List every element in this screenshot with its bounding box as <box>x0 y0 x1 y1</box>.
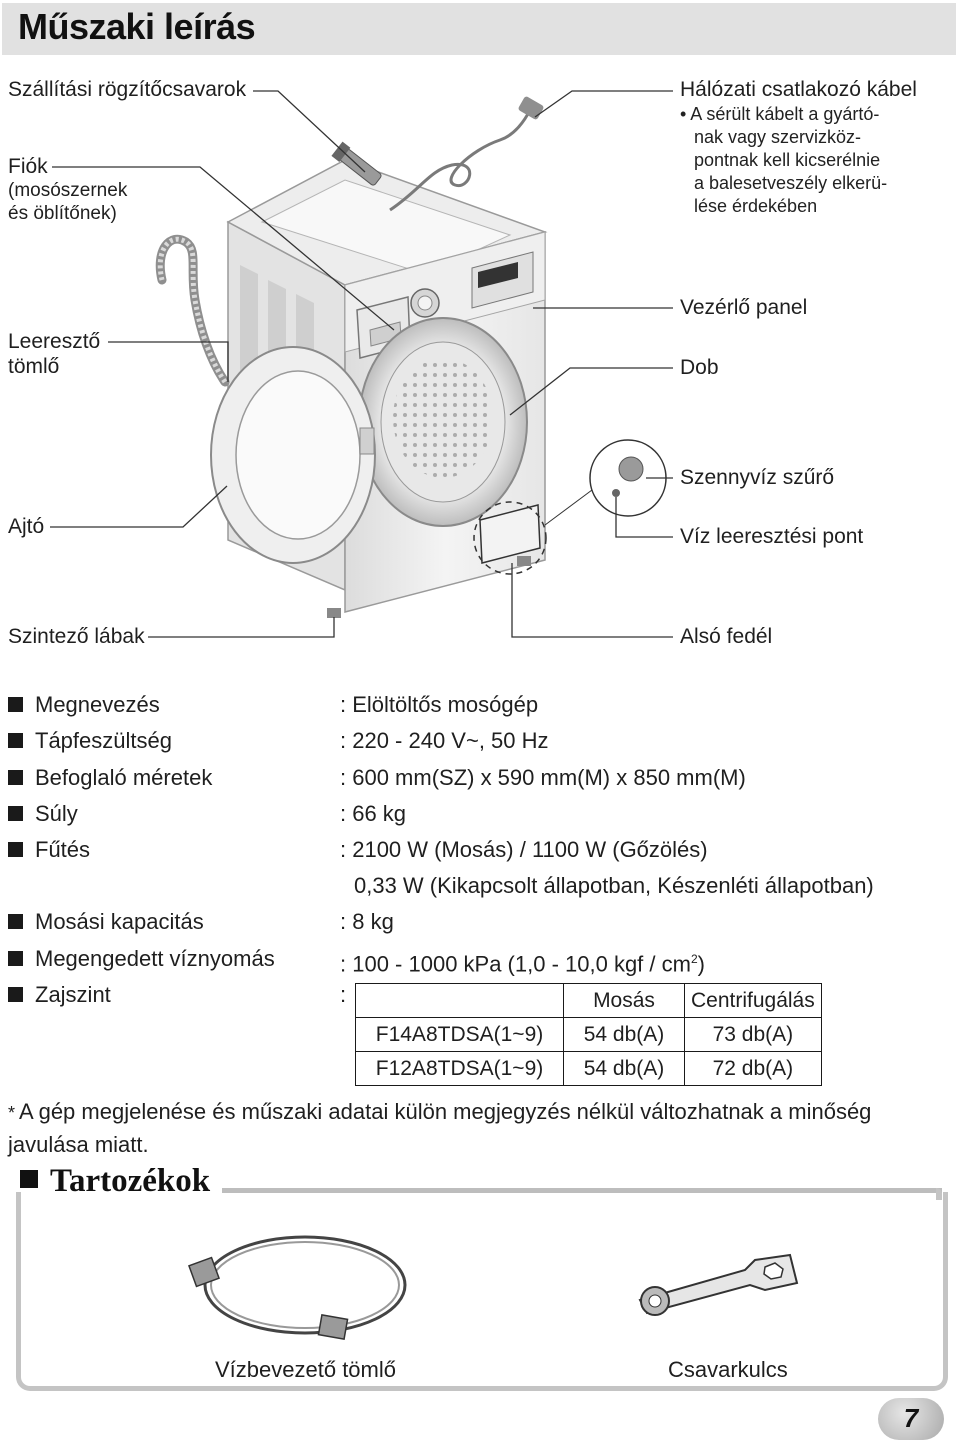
spec-value: : <box>340 982 347 1007</box>
page-title: Műszaki leírás <box>18 6 256 47</box>
label-power-cable: Hálózati csatlakozó kábel <box>680 78 917 101</box>
spec-value: : 600 mm(SZ) x 590 mm(M) x 850 mm(M) <box>340 765 746 790</box>
bullet-square-icon <box>8 914 23 929</box>
bullet-square-icon <box>8 806 23 821</box>
label-lower-cover: Alsó fedél <box>680 625 773 648</box>
label-leveling-feet: Szintező lábak <box>8 625 145 648</box>
bullet-square-icon <box>8 951 23 966</box>
spec-value: : 66 kg <box>340 801 407 826</box>
table-cell: 54 db(A) <box>563 1051 685 1086</box>
bullet-square-icon <box>8 842 23 857</box>
spec-value: : 100 - 1000 kPa (1,0 - 10,0 kgf / cm2) <box>340 951 705 977</box>
noise-table: Mosás Centrifugálás F14A8TDSA(1~9) 54 db… <box>355 983 822 1086</box>
label-shipping-bolts: Szállítási rögzítőcsavarok <box>8 78 247 101</box>
label-drain-point: Víz leeresztési pont <box>680 525 864 548</box>
label-control-panel: Vezérlő panel <box>680 296 808 319</box>
label-drain-hose-2: tömlő <box>8 355 60 378</box>
page-number: 7 <box>903 1403 919 1433</box>
spec-value: : 220 - 240 V~, 50 Hz <box>340 728 549 753</box>
bullet-square-icon <box>8 733 23 748</box>
label-drain-hose-1: Leeresztő <box>8 330 101 353</box>
spec-value: : 8 kg <box>340 909 394 934</box>
accessories-box-corner <box>936 1188 942 1200</box>
header-bar <box>2 3 956 55</box>
wrench-icon <box>638 1253 799 1316</box>
spec-label: Zajszint <box>35 982 111 1007</box>
power-note-line: • A sérült kábelt a gyártó- <box>680 104 880 124</box>
bullet-square-icon <box>8 987 23 1002</box>
accessory-label: Csavarkulcs <box>668 1357 788 1382</box>
spec-label: Megengedett víznyomás <box>35 946 275 971</box>
label-drum: Dob <box>680 356 719 379</box>
table-cell: F12A8TDSA(1~9) <box>355 1051 564 1086</box>
spec-label: Megnevezés <box>35 692 160 717</box>
table-header-row: Mosás Centrifugálás <box>355 983 822 1018</box>
spec-label: Tápfeszültség <box>35 728 172 753</box>
power-note-line: a balesetveszély elkerü- <box>694 173 888 193</box>
page-number-badge: 7 <box>878 1398 944 1440</box>
machine-body <box>210 159 548 618</box>
footnote: *A gép megjelenése és műszaki adatai kül… <box>8 1096 953 1161</box>
accessory-label: Vízbevezető tömlő <box>215 1357 396 1382</box>
bullet-square-icon <box>8 697 23 712</box>
footnote-text: A gép megjelenése és műszaki adatai külö… <box>8 1099 872 1157</box>
table-header-cell <box>355 983 564 1018</box>
table-row: F12A8TDSA(1~9) 54 db(A) 72 db(A) <box>355 1051 822 1086</box>
table-row: F14A8TDSA(1~9) 54 db(A) 73 db(A) <box>355 1017 822 1052</box>
inlet-hose-icon <box>188 1235 407 1340</box>
power-cable <box>389 109 532 212</box>
asterisk-mark: * <box>8 1103 16 1123</box>
label-drawer: Fiók <box>8 155 48 178</box>
bullet-square-icon <box>8 770 23 785</box>
table-cell: 54 db(A) <box>563 1017 685 1052</box>
spec-label: Fűtés <box>35 837 91 862</box>
table-header-cell: Mosás <box>563 983 685 1018</box>
label-door: Ajtó <box>8 515 45 538</box>
spec-label: Mosási kapacitás <box>35 909 204 934</box>
accessories-box <box>16 1192 948 1391</box>
table-header-cell: Centrifugálás <box>684 983 822 1018</box>
accessories-rule <box>222 1188 942 1193</box>
table-cell: 72 db(A) <box>684 1051 822 1086</box>
label-drawer-sub2: és öblítőnek) <box>8 203 117 224</box>
spec-label: Befoglaló méretek <box>35 765 213 790</box>
spec-value: : Elöltöltős mosógép <box>340 692 539 717</box>
label-drawer-sub1: (mosószernek <box>8 180 128 201</box>
power-note-line: lése érdekében <box>694 196 818 216</box>
spec-value: : 2100 W (Mosás) / 1100 W (Gőzölés) <box>340 837 708 862</box>
spec-label: Súly <box>35 801 78 826</box>
label-drain-filter: Szennyvíz szűrő <box>680 466 835 489</box>
spec-value: 0,33 W (Kikapcsolt állapotban, Készenlét… <box>354 873 874 898</box>
table-cell: F14A8TDSA(1~9) <box>355 1017 564 1052</box>
power-note-line: nak vagy szervizköz- <box>694 127 862 147</box>
power-note-line: pontnak kell kicserélnie <box>694 150 881 170</box>
bullet-square-icon <box>20 1170 38 1188</box>
accessories-title: Tartozékok <box>20 1163 210 1200</box>
washing-machine-diagram <box>50 90 673 638</box>
table-cell: 73 db(A) <box>684 1017 822 1052</box>
